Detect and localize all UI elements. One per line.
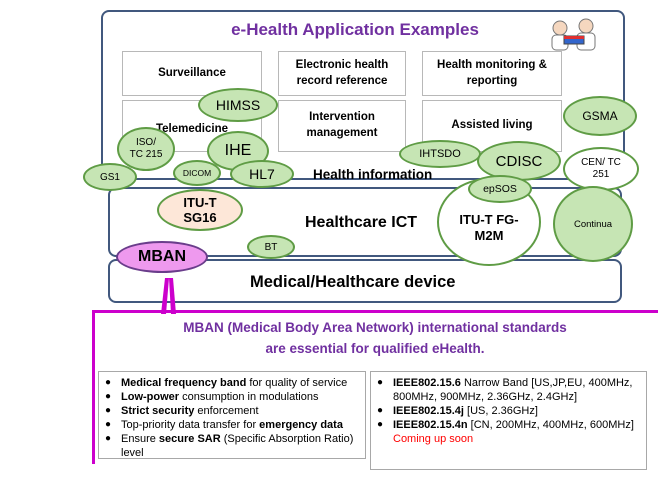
mban-callout-connector <box>161 278 176 314</box>
org-ihe: IHE <box>207 131 269 171</box>
doctors-illustration-icon <box>546 16 602 52</box>
org-cen-tc251-label: CEN/ TC 251 <box>581 157 621 180</box>
cell-intervention-management: Intervention management <box>278 100 406 152</box>
org-mban: MBAN <box>116 241 208 273</box>
standard-item: IEEE802.15.4j [US, 2.36GHz] <box>377 404 642 418</box>
org-itu-t-sg16: ITU-T SG16 <box>157 189 243 231</box>
org-bt-label: BT <box>264 241 278 253</box>
org-gs1: GS1 <box>83 163 137 191</box>
org-continua: Continua <box>553 186 633 262</box>
org-epsos: epSOS <box>468 175 532 203</box>
standard-item: IEEE802.15.6 Narrow Band [US,JP,EU, 400M… <box>377 376 642 404</box>
health-information-label: Health information <box>313 167 433 182</box>
org-gsma-label: GSMA <box>582 109 618 123</box>
org-iso-tc215-label: ISO/ TC 215 <box>129 137 163 160</box>
mban-banner-line1: MBAN (Medical Body Area Network) interna… <box>183 320 567 335</box>
device-label: Medical/Healthcare device <box>250 273 456 291</box>
org-itu-t-sg16-label: ITU-T SG16 <box>183 195 217 225</box>
application-layer-title: e-Health Application Examples <box>231 20 479 39</box>
requirement-item: Ensure secure SAR (Specific Absorption R… <box>105 432 365 460</box>
requirement-item: Medical frequency band for quality of se… <box>105 376 365 390</box>
org-gsma: GSMA <box>563 96 637 136</box>
org-itu-t-fg-m2m-label: ITU-T FG-M2M <box>459 212 519 243</box>
org-himss-label: HIMSS <box>215 97 261 113</box>
requirement-item: Top-priority data transfer for emergency… <box>105 418 365 432</box>
org-bt: BT <box>247 235 295 259</box>
requirement-item: Low-power consumption in modulations <box>105 390 365 404</box>
org-himss: HIMSS <box>198 88 278 122</box>
org-cen-tc251: CEN/ TC 251 <box>563 147 639 191</box>
org-epsos-label: epSOS <box>483 183 517 195</box>
cell-health-monitoring: Health monitoring & reporting <box>422 51 562 96</box>
standard-item: IEEE802.15.4n [CN, 200MHz, 400MHz, 600MH… <box>377 418 642 446</box>
mban-requirements-list: Medical frequency band for quality of se… <box>98 371 366 459</box>
cell-electronic-health-record: Electronic health record reference <box>278 51 406 96</box>
org-ihe-label: IHE <box>224 142 252 159</box>
org-iso-tc215: ISO/ TC 215 <box>117 127 175 171</box>
org-dicom-label: DICOM <box>182 168 212 178</box>
org-hl7-label: HL7 <box>249 166 275 182</box>
org-cdisc: CDISC <box>477 141 561 181</box>
mban-standards-list: IEEE802.15.6 Narrow Band [US,JP,EU, 400M… <box>370 371 647 470</box>
org-cdisc-label: CDISC <box>495 152 543 170</box>
healthcare-ict-label: Healthcare ICT <box>305 214 418 231</box>
mban-standards-frame <box>92 310 658 464</box>
org-hl7: HL7 <box>230 160 294 188</box>
coming-soon-note: Coming up soon <box>393 433 474 445</box>
org-gs1-label: GS1 <box>99 171 120 183</box>
mban-banner-line2: are essential for qualified eHealth. <box>265 341 485 356</box>
org-mban-label: MBAN <box>138 248 186 265</box>
org-ihtsdo: IHTSDO <box>399 140 481 168</box>
requirement-item: Strict security enforcement <box>105 404 365 418</box>
org-dicom: DICOM <box>173 160 221 186</box>
org-ihtsdo-label: IHTSDO <box>419 148 461 160</box>
org-continua-label: Continua <box>573 218 613 230</box>
